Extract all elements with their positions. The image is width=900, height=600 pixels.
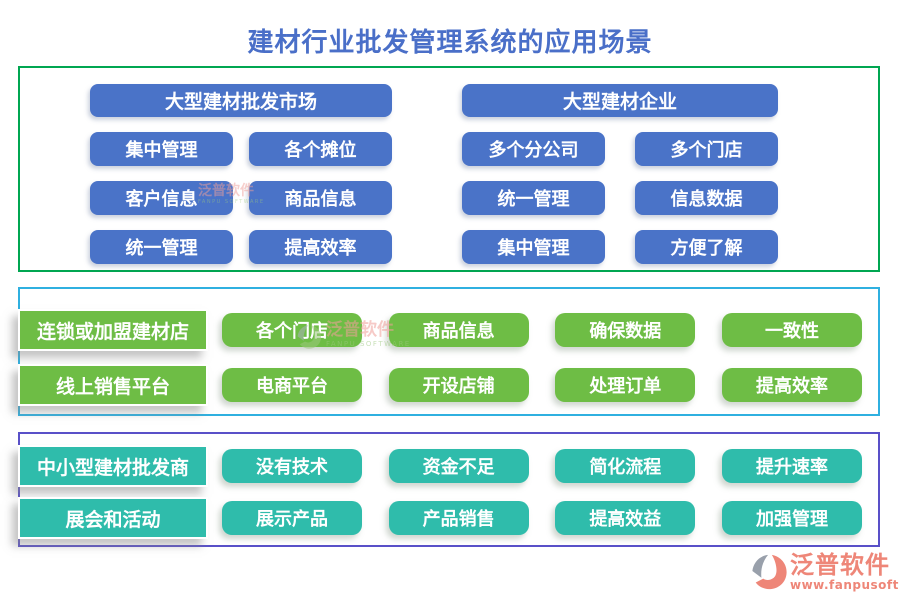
small-row-label: 中小型建材批发商: [18, 445, 208, 487]
chain-tag: 电商平台: [222, 368, 362, 402]
small-tag: 展示产品: [222, 501, 362, 535]
chain-tag: 各个门店: [222, 313, 362, 347]
chain-row: 线上销售平台 电商平台 开设店铺 处理订单 提高效率: [18, 364, 878, 406]
enterprise-tag: 多个分公司: [462, 132, 605, 166]
market-tag: 客户信息: [90, 181, 233, 215]
chain-tag: 开设店铺: [388, 368, 529, 402]
small-row: 展会和活动 展示产品 产品销售 提高效益 加强管理: [18, 497, 878, 539]
chain-tag: 确保数据: [555, 313, 696, 347]
market-tag: 统一管理: [90, 230, 233, 264]
section-large-scenarios: 大型建材批发市场 集中管理 各个摊位 客户信息 商品信息 统一管理 提高效率 大…: [18, 66, 880, 272]
chain-tag: 一致性: [721, 313, 862, 347]
column-large-enterprise: 大型建材企业 多个分公司 多个门店 统一管理 信息数据 集中管理 方便了解: [462, 84, 778, 264]
page-title: 建材行业批发管理系统的应用场景: [247, 28, 653, 58]
section-chain-scenarios: 连锁或加盟建材店 各个门店 商品信息 确保数据 一致性 线上销售平台 电商平台 …: [18, 287, 880, 416]
small-tag: 加强管理: [721, 501, 862, 535]
enterprise-tag: 信息数据: [635, 181, 778, 215]
chain-row: 连锁或加盟建材店 各个门店 商品信息 确保数据 一致性: [18, 309, 878, 351]
logo-website-url: www.fanpusoft.com: [790, 578, 900, 592]
tag-row: 集中管理 各个摊位: [90, 132, 392, 166]
tag-row: 客户信息 商品信息: [90, 181, 392, 215]
chain-tag: 提高效率: [721, 368, 862, 402]
chain-row-label: 连锁或加盟建材店: [18, 309, 208, 351]
enterprise-tag: 统一管理: [462, 181, 605, 215]
enterprise-tag: 集中管理: [462, 230, 605, 264]
small-row: 中小型建材批发商 没有技术 资金不足 简化流程 提升速率: [18, 445, 878, 487]
enterprise-tag: 方便了解: [635, 230, 778, 264]
small-tag: 提升速率: [721, 449, 862, 483]
small-tag: 简化流程: [555, 449, 696, 483]
small-tag: 产品销售: [388, 501, 529, 535]
logo-brand-name: 泛普软件: [790, 551, 890, 579]
chain-tag: 处理订单: [555, 368, 696, 402]
large-enterprise-header: 大型建材企业: [462, 84, 778, 117]
market-tag: 集中管理: [90, 132, 233, 166]
section-small-scenarios: 中小型建材批发商 没有技术 资金不足 简化流程 提升速率 展会和活动 展示产品 …: [18, 432, 880, 547]
chain-tag: 商品信息: [388, 313, 529, 347]
tag-row: 没有技术 资金不足 简化流程 提升速率: [222, 449, 862, 483]
large-market-header: 大型建材批发市场: [90, 84, 392, 117]
tag-row: 展示产品 产品销售 提高效益 加强管理: [222, 501, 862, 535]
tag-row: 多个分公司 多个门店: [462, 132, 778, 166]
enterprise-tag: 多个门店: [635, 132, 778, 166]
market-tag: 提高效率: [249, 230, 392, 264]
fanpu-logo-icon: [750, 553, 788, 595]
tag-row: 电商平台 开设店铺 处理订单 提高效率: [222, 368, 862, 402]
tag-row: 集中管理 方便了解: [462, 230, 778, 264]
chain-row-label: 线上销售平台: [18, 364, 208, 406]
market-tag: 各个摊位: [249, 132, 392, 166]
fanpu-site-logo: 泛普软件 www.fanpusoft.com: [750, 553, 900, 595]
small-tag: 提高效益: [555, 501, 696, 535]
small-tag: 资金不足: [388, 449, 529, 483]
tag-row: 统一管理 提高效率: [90, 230, 392, 264]
tag-row: 各个门店 商品信息 确保数据 一致性: [222, 313, 862, 347]
market-tag: 商品信息: [249, 181, 392, 215]
tag-row: 统一管理 信息数据: [462, 181, 778, 215]
column-large-market: 大型建材批发市场 集中管理 各个摊位 客户信息 商品信息 统一管理 提高效率: [90, 84, 392, 264]
small-tag: 没有技术: [222, 449, 362, 483]
small-row-label: 展会和活动: [18, 497, 208, 539]
